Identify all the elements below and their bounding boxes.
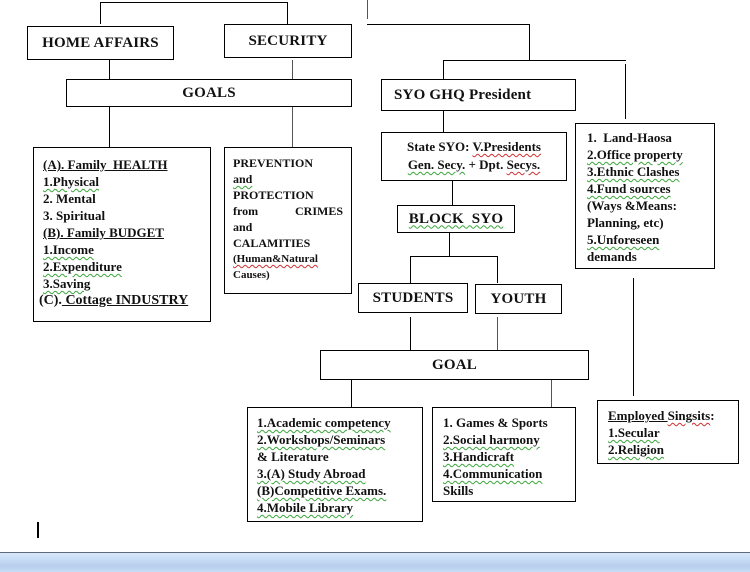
- connector-students-youth-h: [410, 256, 498, 257]
- employed-item: 1.Secular: [608, 425, 660, 440]
- connector-home-goals: [109, 57, 110, 80]
- concern-item: 5.Unforeseen: [587, 232, 660, 247]
- connector-students-goal: [410, 317, 411, 351]
- node-block-syo-label: BLOCK SYO: [408, 210, 504, 227]
- president-concerns-box: 1. Land-Haosa 2.Office property 3.Ethnic…: [575, 123, 715, 269]
- cottage-heading: Cottage INDUSTRY: [61, 293, 189, 308]
- text-cursor: [37, 522, 39, 538]
- health-heading: (A). Family HEALTH: [43, 157, 168, 172]
- connector-ghq-down: [443, 60, 444, 80]
- youth-goals-box: 1. Games & Sports 2.Social harmony 3.Han…: [432, 407, 576, 502]
- connector-students-up: [410, 256, 411, 283]
- node-home-affairs: HOME AFFAIRS: [27, 26, 174, 60]
- connector-goals-health: [109, 107, 110, 147]
- node-youth: YOUTH: [475, 284, 562, 314]
- youth-goal-item: 4.Communication: [443, 466, 543, 481]
- employed-item: 2.Religion: [608, 442, 664, 457]
- connector-security-up: [287, 2, 288, 24]
- connector-ghq-h: [443, 60, 626, 61]
- node-security: SECURITY: [224, 24, 352, 58]
- security-line: (Human&Natural: [233, 253, 318, 265]
- health-item: 3. Spiritual: [43, 208, 106, 223]
- concern-item: demands: [587, 249, 637, 264]
- node-goals: GOALS: [66, 79, 352, 107]
- node-goal-label: GOAL: [432, 356, 477, 373]
- employed-heading-colon: :: [710, 408, 715, 423]
- student-goal-item: 3.(A) Study Abroad: [257, 466, 366, 481]
- employed-heading: Employed: [608, 408, 668, 423]
- concern-item: (Ways &Means:: [587, 198, 677, 213]
- student-goal-item: 2.Workshops/Seminars: [257, 432, 386, 447]
- concern-item: 1. Land-Haosa: [587, 130, 672, 145]
- concern-item: 3.Ethnic Clashes: [587, 164, 680, 179]
- connector-goal-youth-list: [551, 380, 552, 407]
- security-line: Causes): [233, 269, 270, 281]
- node-syo-ghq-president-label: SYO GHQ President: [394, 86, 532, 103]
- budget-item: 3.Saving: [43, 276, 91, 291]
- state-syo-gen-secy: Gen. Secy.: [407, 157, 466, 172]
- student-goal-item: & Literature: [257, 449, 329, 464]
- health-item: 2. Mental: [43, 191, 96, 206]
- connector-concerns-employed: [633, 278, 634, 396]
- diagram-canvas: HOME AFFAIRS SECURITY GOALS SYO GHQ Pres…: [27, 0, 739, 538]
- employed-box: Employed Singsits: 1.Secular 2.Religion: [597, 400, 739, 464]
- security-line: and: [233, 220, 253, 234]
- node-goals-label: GOALS: [182, 84, 236, 101]
- connector-youth-goal: [497, 317, 498, 351]
- security-line-crimes: CRIMES: [294, 204, 343, 218]
- health-item: 1.Physical: [43, 174, 99, 189]
- security-line: CALAMITIES: [233, 236, 311, 250]
- connector-block-down: [449, 228, 450, 256]
- connector-security-goals: [292, 60, 293, 80]
- concern-item: 2.Office property: [587, 147, 683, 162]
- connector-goal-students-list: [351, 380, 352, 407]
- security-line: PROTECTION: [233, 188, 314, 202]
- node-syo-ghq-president: SYO GHQ President: [381, 79, 576, 111]
- connector-youth-up: [497, 256, 498, 283]
- youth-goal-item: 3.Handicraft: [443, 449, 515, 464]
- connector-top-right-h: [367, 24, 530, 25]
- budget-heading: (B). Family BUDGET: [43, 225, 164, 240]
- youth-goal-item: Skills: [443, 483, 474, 498]
- connector-home-up: [100, 2, 101, 24]
- node-home-affairs-label: HOME AFFAIRS: [42, 34, 159, 51]
- employed-heading-singsits: Singsits: [667, 408, 711, 423]
- state-syo-secys: Secys.: [506, 157, 541, 172]
- connector-concerns-down: [625, 64, 626, 119]
- connector-goals-prevention: [292, 107, 293, 147]
- concern-item: Planning, etc): [587, 215, 664, 230]
- student-goal-item: 1.Academic competency: [257, 415, 391, 430]
- node-youth-label: YOUTH: [490, 290, 547, 307]
- budget-item: 1.Income: [43, 242, 94, 257]
- node-state-syo: State SYO: V.Presidents Gen. Secy. + Dpt…: [381, 132, 567, 181]
- connector-top-stub: [367, 0, 368, 19]
- node-goal: GOAL: [320, 350, 589, 380]
- security-line: PREVENTION: [233, 156, 314, 170]
- security-line: and: [233, 172, 253, 186]
- node-block-syo: BLOCK SYO: [397, 205, 515, 233]
- concern-item: 4.Fund sources: [587, 181, 671, 196]
- home-affairs-goals-box: (A). Family HEALTH 1.Physical 2. Mental …: [33, 147, 211, 322]
- status-bar: [0, 552, 750, 572]
- state-syo-vp: V.Presidents: [472, 139, 541, 154]
- node-students-label: STUDENTS: [372, 289, 454, 306]
- youth-goal-item: 2.Social harmony: [443, 432, 540, 447]
- youth-goal-item: 1. Games & Sports: [443, 415, 548, 430]
- budget-item: 2.Expenditure: [43, 259, 122, 274]
- node-security-label: SECURITY: [248, 32, 328, 49]
- student-goal-item: 4.Mobile Library: [257, 500, 354, 515]
- student-goals-box: 1.Academic competency 2.Workshops/Semina…: [247, 407, 423, 522]
- state-syo-label: State SYO:: [407, 139, 473, 154]
- security-line-from: from: [233, 204, 259, 218]
- security-goals-box: PREVENTION and PROTECTION from CRIMES an…: [224, 147, 352, 294]
- connector-president-state: [443, 110, 444, 132]
- student-goal-item: (B)Competitive Exams.: [257, 483, 387, 498]
- cottage-prefix: (C).: [39, 293, 62, 308]
- state-syo-dpt: + Dpt.: [465, 157, 507, 172]
- node-students: STUDENTS: [358, 283, 468, 313]
- connector-top-left-h: [100, 2, 288, 3]
- connector-right-down: [529, 24, 530, 61]
- connector-state-block: [452, 181, 453, 205]
